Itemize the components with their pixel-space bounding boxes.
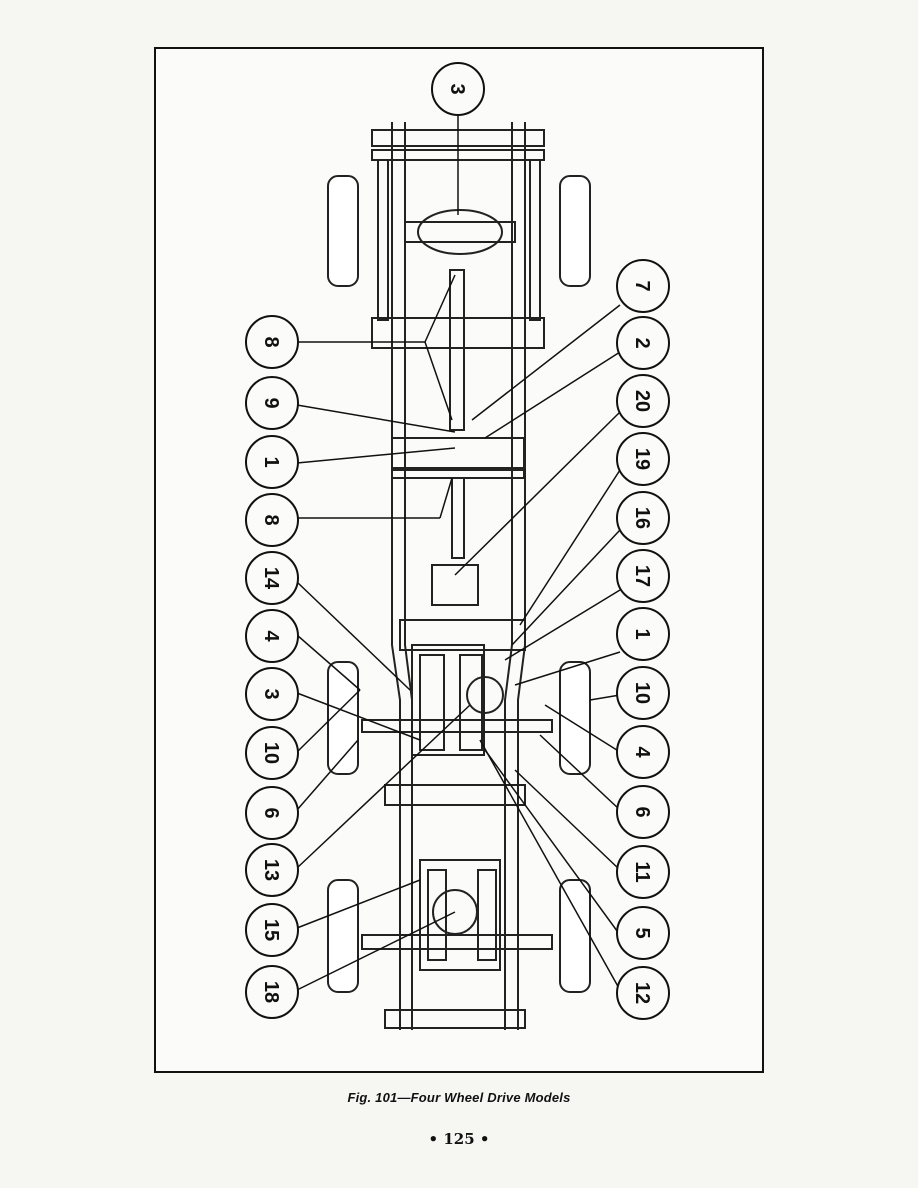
svg-text:1: 1 <box>631 628 653 639</box>
callout-20: 20 <box>616 374 670 428</box>
svg-text:7: 7 <box>631 280 653 291</box>
callout-11: 11 <box>616 845 670 899</box>
callout-18: 18 <box>245 965 299 1019</box>
svg-text:18: 18 <box>260 981 282 1003</box>
svg-text:12: 12 <box>631 982 653 1004</box>
callout-16: 16 <box>616 491 670 545</box>
svg-text:13: 13 <box>260 859 282 881</box>
svg-text:9: 9 <box>260 397 282 408</box>
svg-text:14: 14 <box>260 567 282 590</box>
callout-1-left: 1 <box>245 435 299 489</box>
callout-2: 2 <box>616 316 670 370</box>
callout-17: 17 <box>616 549 670 603</box>
wheel-rear-right <box>559 175 591 287</box>
callout-8-upper: 8 <box>245 315 299 369</box>
callout-7: 7 <box>616 259 670 313</box>
svg-text:3: 3 <box>446 83 468 94</box>
callout-5: 5 <box>616 906 670 960</box>
callout-13: 13 <box>245 843 299 897</box>
svg-text:8: 8 <box>260 336 282 347</box>
svg-text:10: 10 <box>260 742 282 764</box>
figure-caption: Fig. 101—Four Wheel Drive Models <box>347 1090 571 1105</box>
callout-19: 19 <box>616 432 670 486</box>
callout-12: 12 <box>616 966 670 1020</box>
page-number: • 125 • <box>428 1130 490 1148</box>
callout-3-left: 3 <box>245 667 299 721</box>
callout-10-right: 10 <box>616 666 670 720</box>
svg-text:20: 20 <box>631 390 653 412</box>
svg-text:3: 3 <box>260 688 282 699</box>
wheel-mid-left <box>327 661 359 775</box>
svg-text:4: 4 <box>631 746 653 758</box>
svg-text:19: 19 <box>631 448 653 470</box>
callout-8-lower: 8 <box>245 493 299 547</box>
chassis-frame <box>361 122 553 1030</box>
callouts: 3 7 2 20 19 16 17 1 10 4 6 11 5 12 8 9 1… <box>245 62 670 1020</box>
svg-text:4: 4 <box>260 630 282 642</box>
svg-text:15: 15 <box>260 919 282 941</box>
svg-text:17: 17 <box>631 565 653 587</box>
callout-9: 9 <box>245 376 299 430</box>
wheel-front-left <box>327 879 359 993</box>
callout-4-right: 4 <box>616 725 670 779</box>
svg-text:5: 5 <box>631 927 653 938</box>
svg-text:6: 6 <box>260 807 282 818</box>
svg-text:1: 1 <box>260 456 282 467</box>
svg-text:6: 6 <box>631 806 653 817</box>
callout-15: 15 <box>245 903 299 957</box>
callout-6-right: 6 <box>616 785 670 839</box>
wheel-front-right <box>559 879 591 993</box>
callout-1-right: 1 <box>616 607 670 661</box>
callout-4-left: 4 <box>245 609 299 663</box>
callout-3-top: 3 <box>431 62 485 116</box>
wheel-rear-left <box>327 175 359 287</box>
callout-14: 14 <box>245 551 299 605</box>
callout-6-left: 6 <box>245 786 299 840</box>
svg-text:10: 10 <box>631 682 653 704</box>
svg-text:8: 8 <box>260 514 282 525</box>
svg-text:16: 16 <box>631 507 653 529</box>
callout-10-left: 10 <box>245 726 299 780</box>
wheel-mid-right <box>559 661 591 775</box>
wheels <box>327 175 591 993</box>
svg-text:11: 11 <box>631 861 653 882</box>
svg-text:2: 2 <box>631 337 653 348</box>
leader-lines <box>296 116 621 991</box>
